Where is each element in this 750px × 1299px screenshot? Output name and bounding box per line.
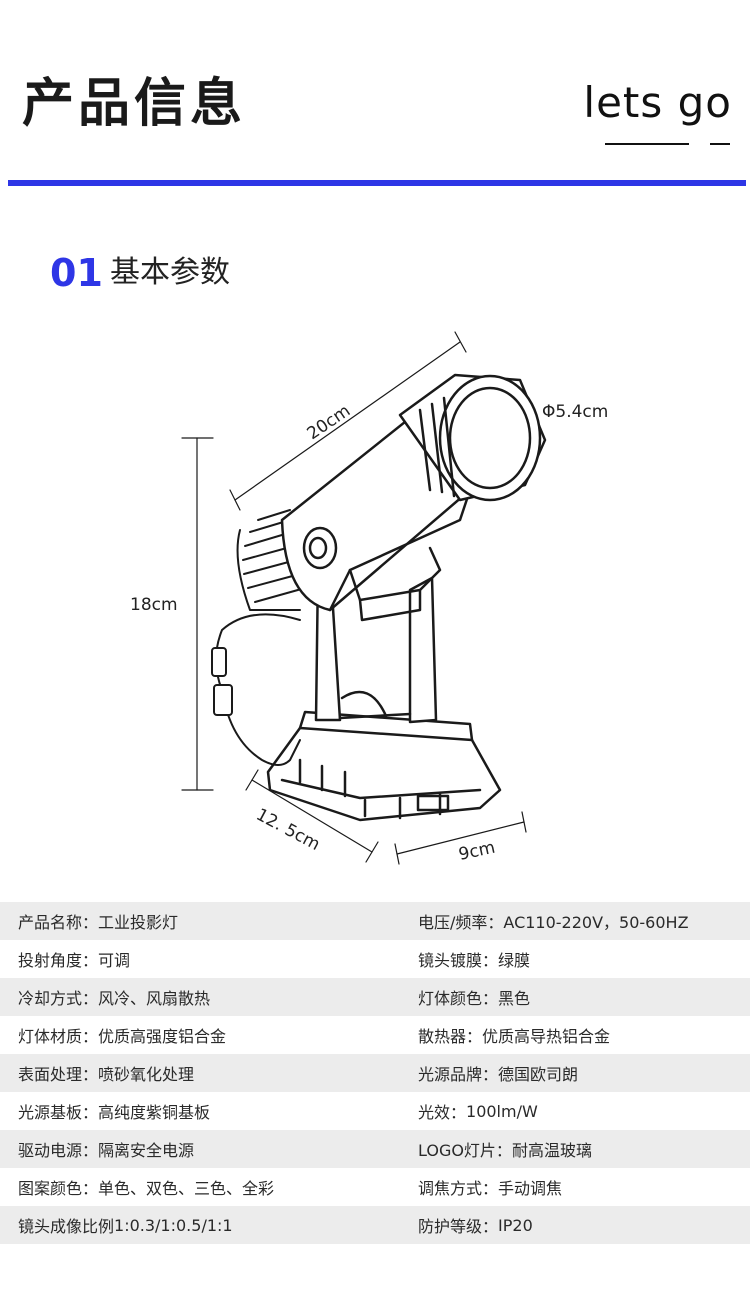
spec-label: 冷却方式： [18, 989, 99, 1008]
spec-label: 镜头镀膜： [418, 951, 499, 970]
brand-underline-short [710, 143, 730, 145]
spec-label: LOGO灯片： [418, 1141, 512, 1160]
product-line-drawing: 20cm Φ5.4cm 18cm 12. 5cm 9cm [130, 331, 608, 865]
spec-value: IP20 [498, 1215, 533, 1235]
spec-label: 光效： [418, 1103, 467, 1122]
spec-row: 灯体材质：优质高强度铝合金散热器：优质高导热铝合金 [0, 1016, 750, 1054]
spec-label: 投射角度： [18, 951, 99, 970]
spec-cell-left: 投射角度：可调 [0, 947, 400, 971]
spec-label: 灯体颜色： [418, 989, 499, 1008]
spec-cell-left: 光源基板：高纯度紫铜基板 [0, 1099, 400, 1123]
spec-label: 光源品牌： [418, 1065, 499, 1084]
projector-lens-barrel [398, 373, 547, 502]
spec-row: 产品名称：工业投影灯电压/频率：AC110-220V，50-60HZ [0, 902, 750, 940]
spec-cell-right: 调焦方式：手动调焦 [400, 1175, 750, 1199]
spec-cell-left: 图案颜色：单色、双色、三色、全彩 [0, 1175, 400, 1199]
spec-label: 散热器： [418, 1027, 483, 1046]
projector-base [266, 710, 502, 822]
spec-label: 防护等级： [418, 1217, 499, 1236]
spec-cell-right: 电压/频率：AC110-220V，50-60HZ [400, 909, 750, 933]
spec-cell-left: 表面处理：喷砂氧化处理 [0, 1061, 400, 1085]
spec-cell-left: 冷却方式：风冷、风扇散热 [0, 985, 400, 1009]
spec-value: 德国欧司朗 [498, 1065, 579, 1084]
spec-value: 黑色 [498, 989, 531, 1008]
spec-value: 高纯度紫铜基板 [98, 1103, 211, 1122]
spec-cell-left: 灯体材质：优质高强度铝合金 [0, 1023, 400, 1047]
spec-value: 绿膜 [498, 951, 531, 970]
dimension-label-length: 20cm [304, 401, 355, 444]
spec-value: 风冷、风扇散热 [98, 989, 211, 1008]
spec-row: 冷却方式：风冷、风扇散热灯体颜色：黑色 [0, 978, 750, 1016]
spec-label: 灯体材质： [18, 1027, 99, 1046]
spec-value: 优质高强度铝合金 [98, 1027, 227, 1046]
spec-value: 隔离安全电源 [98, 1141, 195, 1160]
spec-cell-right: 镜头镀膜：绿膜 [400, 947, 750, 971]
dimension-line-height [181, 437, 214, 791]
brand-underline [605, 143, 689, 145]
dimension-label-base-width: 9cm [457, 838, 497, 865]
spec-cell-right: 光效：100lm/W [400, 1099, 750, 1123]
spec-row: 图案颜色：单色、双色、三色、全彩调焦方式：手动调焦 [0, 1168, 750, 1206]
spec-value: 手动调焦 [498, 1179, 563, 1198]
spec-value: 喷砂氧化处理 [98, 1065, 195, 1084]
spec-cell-right: 防护等级：IP20 [400, 1213, 750, 1237]
brand-logo-text: lets go [583, 78, 732, 127]
spec-label: 调焦方式： [418, 1179, 499, 1198]
dimension-label-base-depth: 12. 5cm [253, 805, 323, 855]
spec-label: 图案颜色： [18, 1179, 99, 1198]
spec-label: 驱动电源： [18, 1141, 99, 1160]
spec-label: 表面处理： [18, 1065, 99, 1084]
projector-adjust-knob [302, 526, 338, 570]
spec-cell-right: LOGO灯片：耐高温玻璃 [400, 1137, 750, 1161]
spec-cell-left: 驱动电源：隔离安全电源 [0, 1137, 400, 1161]
dimension-label-height: 18cm [130, 595, 178, 615]
spec-value: 100lm/W [466, 1101, 538, 1121]
spec-value: 耐高温玻璃 [511, 1141, 592, 1160]
section-title: 基本参数 [110, 255, 230, 290]
header-divider [8, 180, 746, 186]
dimension-line-base-width [394, 811, 527, 865]
dimension-line-base-depth [245, 769, 379, 863]
spec-cell-right: 散热器：优质高导热铝合金 [400, 1023, 750, 1047]
spec-value: 工业投影灯 [98, 913, 179, 932]
spec-cell-right: 光源品牌：德国欧司朗 [400, 1061, 750, 1085]
spec-value: 可调 [98, 951, 131, 970]
page-title: 产品信息 [22, 74, 247, 134]
spec-label: 光源基板： [18, 1103, 99, 1122]
spec-cell-right: 灯体颜色：黑色 [400, 985, 750, 1009]
spec-row: 光源基板：高纯度紫铜基板光效：100lm/W [0, 1092, 750, 1130]
spec-value: AC110-220V，50-60HZ [503, 913, 689, 932]
projector-power-cable [211, 613, 301, 766]
spec-cell-left: 产品名称：工业投影灯 [0, 909, 400, 933]
spec-label: 产品名称： [18, 913, 99, 932]
spec-label: 镜头成像比例 [18, 1217, 115, 1236]
spec-value: 1:0.3/1:0.5/1:1 [114, 1215, 233, 1235]
spec-label: 电压/频率： [418, 913, 504, 932]
section-number: 01 [50, 251, 103, 295]
spec-value: 优质高导热铝合金 [482, 1027, 611, 1046]
dimension-label-lens-diameter: Φ5.4cm [542, 402, 608, 422]
dimension-line-length [229, 331, 467, 511]
spec-row: 投射角度：可调镜头镀膜：绿膜 [0, 940, 750, 978]
spec-value: 单色、双色、三色、全彩 [98, 1179, 275, 1198]
spec-row: 表面处理：喷砂氧化处理光源品牌：德国欧司朗 [0, 1054, 750, 1092]
